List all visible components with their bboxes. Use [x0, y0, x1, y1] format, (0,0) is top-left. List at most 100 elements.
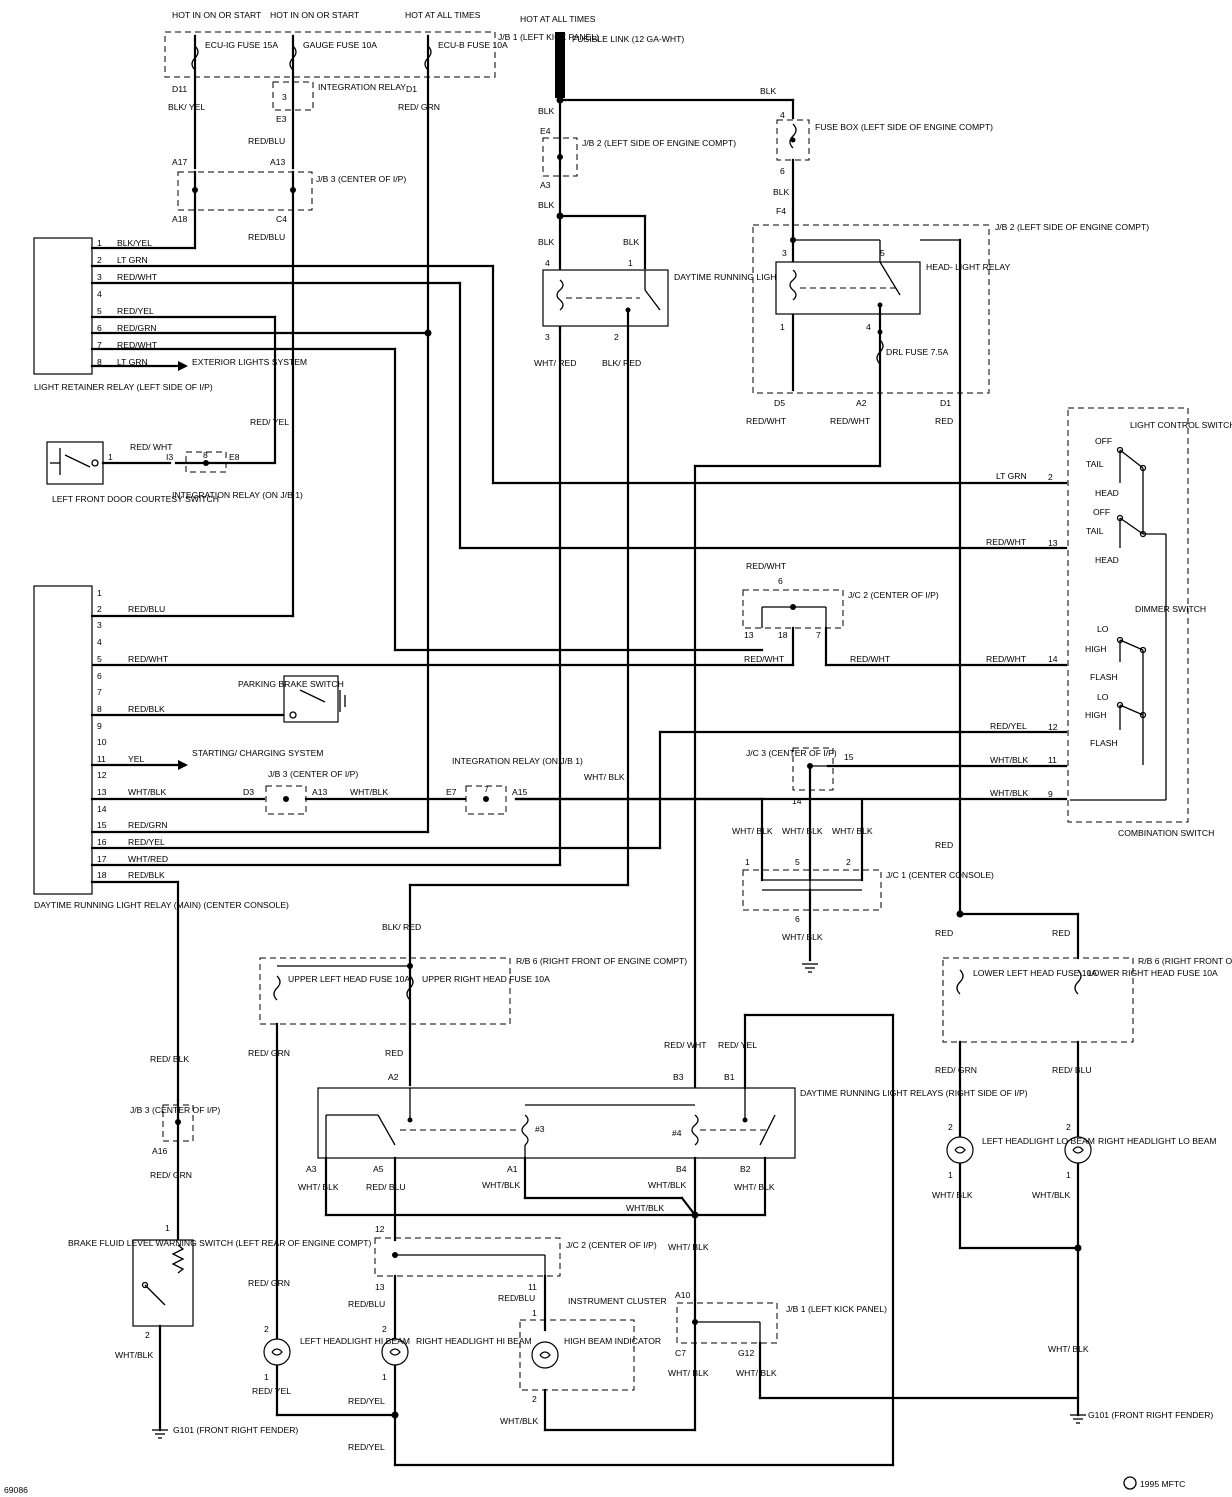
- brake-fluid-label: BRAKE FLUID LEVEL WARNING SWITCH (LEFT R…: [68, 1238, 371, 1248]
- wire-m2: RED/BLU: [128, 604, 165, 614]
- hot-at-all-top: HOT AT ALL TIMES: [520, 14, 596, 24]
- conn-a18: A18: [172, 214, 188, 224]
- conn-j7: 7: [816, 630, 821, 640]
- conn-r2-1: 1: [628, 258, 633, 268]
- conn-m3: 3: [97, 620, 102, 630]
- conn-lr6: 6: [97, 323, 102, 333]
- wire-red-wht-13: RED/WHT: [986, 537, 1027, 547]
- wire-blk-top: BLK: [538, 106, 555, 116]
- jb1-bottom-label: J/B 1 (LEFT KICK PANEL): [786, 1304, 887, 1314]
- sw-flash2: FLASH: [1090, 738, 1118, 748]
- conn-m6: 6: [97, 671, 102, 681]
- sw-high1: HIGH: [1085, 644, 1106, 654]
- conn-k2: 2: [846, 857, 851, 867]
- wire-lt-grn-2: LT GRN: [996, 471, 1027, 481]
- conn-lr8: 8: [97, 357, 102, 367]
- jc3-label: J/C 3 (CENTER OF I/P): [746, 748, 837, 758]
- right-hi-label: RIGHT HEADLIGHT HI BEAM: [416, 1336, 532, 1346]
- conn-lr5: 5: [97, 306, 102, 316]
- jc2-bottom-label: J/C 2 (CENTER OF I/P): [566, 1240, 657, 1250]
- conn-r2-2: 2: [614, 332, 619, 342]
- wire-m17: WHT/RED: [128, 854, 168, 864]
- conn-d1a: D1: [406, 84, 417, 94]
- wire-blk-6: BLK: [773, 187, 790, 197]
- conn-m12: 12: [97, 770, 107, 780]
- wire-red-blu-13: RED/BLU: [348, 1299, 385, 1309]
- conn-c2: 2: [1048, 472, 1053, 482]
- conn-c13: 13: [1048, 538, 1058, 548]
- conn-h4: 4: [866, 322, 871, 332]
- wire-wht-blk-e7: WHT/BLK: [350, 787, 388, 797]
- wire-red-wht-jc2-6: RED/WHT: [746, 561, 787, 571]
- fusible-link-label: FUSIBLE LINK (12 GA-WHT): [572, 34, 684, 44]
- hi-beams: RED/ GRN 2 1 2 1 LEFT HEADLIGHT HI BEAM …: [248, 1278, 895, 1467]
- wire-jc1-6: WHT/ BLK: [782, 932, 823, 942]
- jb1-top-block: HOT IN ON OR START HOT IN ON OR START HO…: [164, 10, 599, 334]
- rb6-right-label: R/B 6 (RIGHT FRONT OF ENGINE COMPT): [1138, 956, 1232, 966]
- wire-wht-blk-a15: WHT/ BLK: [584, 772, 625, 782]
- wire-jc1-2: WHT/ BLK: [832, 826, 873, 836]
- wire-red-right: RED: [935, 840, 953, 850]
- wire-wht-blk-a3: WHT/ BLK: [298, 1182, 339, 1192]
- wire-red-wht-13b: RED/WHT: [744, 654, 785, 664]
- jb3-top-block: A17 A13 J/B 3 (CENTER OF I/P) A18 C4 RED…: [172, 157, 406, 618]
- rb6-right: LOWER LEFT HEAD FUSE 10A LOWER RIGHT HEA…: [935, 956, 1232, 1417]
- wire-wht-blk-b4: WHT/BLK: [648, 1180, 686, 1190]
- conn-n12: 12: [375, 1224, 385, 1234]
- conn-bf1: 1: [165, 1223, 170, 1233]
- wire-red-yel-b1: RED/ YEL: [718, 1040, 757, 1050]
- conn-i13: I3: [166, 452, 173, 462]
- jc3: J/C 3 (CENTER OF I/P) 15 14: [746, 747, 854, 882]
- jc1-label: J/C 1 (CENTER CONSOLE): [886, 870, 994, 880]
- combination-switch: LIGHT CONTROL SWITCH OFF TAIL HEAD OFF T…: [458, 407, 1232, 838]
- conn-m2: 2: [97, 604, 102, 614]
- wire-red-wht-b3: RED/ WHT: [664, 1040, 707, 1050]
- conn-m9: 9: [97, 721, 102, 731]
- wire-red-grn-a16: RED/ GRN: [150, 1170, 192, 1180]
- wire-lr-2: LT GRN: [117, 255, 148, 265]
- wire-red-wht-door: RED/ WHT: [130, 442, 173, 452]
- wire-red-ur: RED: [385, 1048, 403, 1058]
- drl-relay-2-label: DAYTIME RUNNING LIGHT RELAY 2 (IN R/B 6): [674, 272, 859, 282]
- conn-a13b: A13: [312, 787, 328, 797]
- relay-4: #4: [672, 1128, 682, 1138]
- wire-red-wht-a2: RED/WHT: [830, 416, 871, 426]
- sw-tail2: TAIL: [1086, 526, 1104, 536]
- conn-bf2: 2: [145, 1330, 150, 1340]
- wire-wht-blk-llo: WHT/ BLK: [932, 1190, 973, 1200]
- integration-relay-top: 3 INTEGRATION RELAY E3 RED/BLU: [248, 81, 406, 146]
- jc2-mid-label: J/C 2 (CENTER OF I/P): [848, 590, 939, 600]
- drl-main-label: DAYTIME RUNNING LIGHT RELAY (MAIN) (CENT…: [34, 900, 289, 910]
- wire-wht-blk-bf: WHT/BLK: [115, 1350, 153, 1360]
- conn-j6: 6: [778, 576, 783, 586]
- diagram-id: 69086: [4, 1485, 28, 1495]
- wire-red-wht-7: RED/WHT: [850, 654, 891, 664]
- jb3-13-label: J/B 3 (CENTER OF I/P): [268, 769, 358, 779]
- drl-main-module: DAYTIME RUNNING LIGHT RELAY (MAIN) (CENT…: [33, 328, 662, 1102]
- wire-m5: RED/WHT: [128, 654, 169, 664]
- conn-lr1: 1: [97, 238, 102, 248]
- conn-n13: 13: [375, 1282, 385, 1292]
- relay-3: #3: [535, 1124, 545, 1134]
- conn-lr7: 7: [97, 340, 102, 350]
- wire-lr-3: RED/WHT: [117, 272, 158, 282]
- wire-lr-1: BLK/YEL: [117, 238, 152, 248]
- rb6-left: BLK/ RED UPPER LEFT HEAD FUSE 10A UPPER …: [248, 883, 687, 1417]
- jb2-left-block: E4 J/B 2 (LEFT SIDE OF ENGINE COMPT) A3 …: [538, 126, 736, 270]
- right-lo-label: RIGHT HEADLIGHT LO BEAM: [1098, 1136, 1217, 1146]
- sw-head2: HEAD: [1095, 555, 1119, 565]
- wire-jc1-5: WHT/ BLK: [782, 826, 823, 836]
- high-beam-indicator-label: HIGH BEAM INDICATOR: [564, 1336, 661, 1346]
- conn-e4: E4: [540, 126, 551, 136]
- conn-h1: 1: [780, 322, 785, 332]
- conn-j14: 14: [792, 796, 802, 806]
- conn-m10: 10: [97, 737, 107, 747]
- sw-lo2: LO: [1097, 692, 1109, 702]
- exterior-lights-label: EXTERIOR LIGHTS SYSTEM: [192, 357, 307, 367]
- lower-right-fuse-label: LOWER RIGHT HEAD FUSE 10A: [1088, 968, 1218, 978]
- wire-red-grn-ul: RED/ GRN: [248, 1048, 290, 1058]
- conn-a13: A13: [270, 157, 286, 167]
- conn-r2-3: 3: [545, 332, 550, 342]
- wire-jc1-1: WHT/ BLK: [732, 826, 773, 836]
